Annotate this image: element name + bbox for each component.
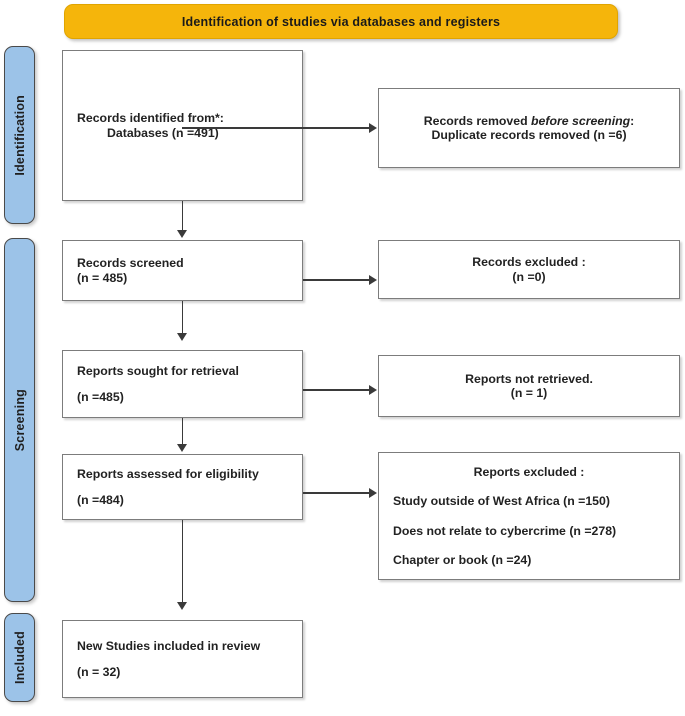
- connector-identified-to-removed: [182, 127, 370, 129]
- arrowhead-screened-to-sought: [177, 333, 187, 341]
- connector-assessed-to-included: [181, 520, 184, 603]
- phase-label-identification: Identification: [12, 94, 27, 176]
- arrowhead-identified-to-removed: [369, 123, 377, 133]
- box-records-identified: Records identified from*: Databases (n =…: [62, 50, 303, 201]
- studies-included-line2: (n = 32): [77, 664, 121, 679]
- reports-assessed-line2: (n =484): [77, 492, 124, 507]
- phase-tab-screening: Screening: [4, 238, 35, 602]
- phase-tab-identification: Identification: [4, 46, 35, 224]
- records-excluded-line2: (n =0): [512, 269, 546, 284]
- reports-excluded-reason-3: Chapter or book (n =24): [393, 553, 532, 567]
- connector-screened-to-excluded: [303, 279, 370, 281]
- reports-sought-line1: Reports sought for retrieval: [77, 364, 239, 378]
- box-records-excluded: Records excluded : (n =0): [378, 240, 680, 299]
- box-studies-included: New Studies included in review (n = 32): [62, 620, 303, 698]
- arrowhead-sought-to-not-retrieved: [369, 385, 377, 395]
- box-reports-not-retrieved: Reports not retrieved. (n = 1): [378, 355, 680, 417]
- banner-title: Identification of studies via databases …: [181, 14, 501, 29]
- arrowhead-identified-to-screened: [177, 230, 187, 238]
- box-reports-excluded: Reports excluded : Study outside of West…: [378, 452, 680, 580]
- records-excluded-line1: Records excluded :: [472, 255, 586, 269]
- connector-sought-to-not-retrieved: [303, 389, 370, 391]
- phase-tab-included: Included: [4, 613, 35, 702]
- box-reports-sought: Reports sought for retrieval (n =485): [62, 350, 303, 418]
- box-reports-assessed: Reports assessed for eligibility (n =484…: [62, 454, 303, 520]
- arrowhead-screened-to-excluded: [369, 275, 377, 285]
- records-removed-emphasis: before screening: [531, 113, 631, 128]
- records-removed-line2: Duplicate records removed (n =6): [431, 128, 627, 142]
- connector-sought-to-assessed: [181, 418, 184, 446]
- records-removed-line1: Records removed before screening:: [379, 114, 679, 129]
- connector-assessed-to-reports-excluded: [303, 492, 370, 494]
- connector-screened-to-sought: [181, 301, 184, 334]
- records-removed-colon: :: [630, 113, 635, 128]
- records-screened-line1: Records screened: [77, 256, 184, 270]
- reports-excluded-reason-2: Does not relate to cybercrime (n =278): [393, 523, 617, 538]
- studies-included-line1: New Studies included in review: [77, 639, 261, 653]
- records-identified-line1: Records identified from*:: [77, 111, 224, 125]
- records-screened-line2: (n = 485): [77, 270, 128, 285]
- reports-sought-line2: (n =485): [77, 389, 124, 404]
- records-identified-line2: Databases (n =491): [107, 125, 219, 140]
- reports-assessed-line1: Reports assessed for eligibility: [77, 467, 259, 481]
- arrowhead-assessed-to-included: [177, 602, 187, 610]
- reports-excluded-reason-1: Study outside of West Africa (n =150): [393, 494, 610, 508]
- reports-not-retrieved-line1: Reports not retrieved.: [465, 371, 593, 386]
- header-banner: Identification of studies via databases …: [64, 4, 618, 39]
- connector-identified-to-screened: [181, 201, 184, 231]
- phase-label-screening: Screening: [12, 388, 27, 452]
- records-removed-prefix: Records removed: [423, 113, 532, 128]
- box-records-removed: Records removed before screening: Duplic…: [378, 88, 680, 168]
- reports-excluded-title: Reports excluded :: [473, 464, 585, 479]
- arrowhead-sought-to-assessed: [177, 444, 187, 452]
- box-records-screened: Records screened (n = 485): [62, 240, 303, 301]
- phase-label-included: Included: [12, 631, 27, 684]
- reports-not-retrieved-line2: (n = 1): [510, 386, 548, 400]
- arrowhead-assessed-to-reports-excluded: [369, 488, 377, 498]
